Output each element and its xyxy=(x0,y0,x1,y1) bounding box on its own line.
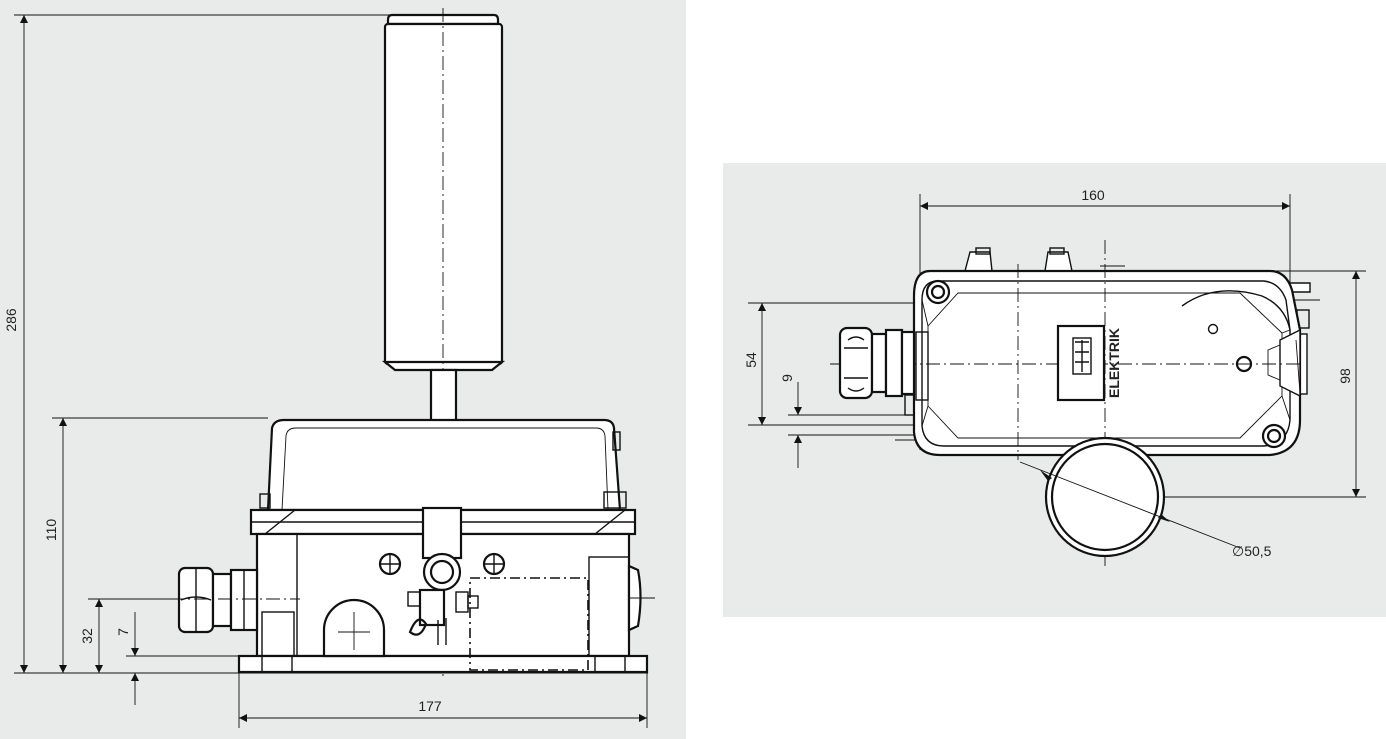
top-housing xyxy=(912,269,1302,457)
corner-screw-top-left xyxy=(925,279,951,305)
dim-gland-height-label: 32 xyxy=(79,628,95,644)
dim-depth: 98 xyxy=(1165,270,1366,498)
dim-housing-height: 110 xyxy=(43,417,268,673)
actuator-tube xyxy=(381,8,506,680)
dim-top-width-label: 160 xyxy=(1081,187,1105,203)
dim-width-label: 177 xyxy=(418,698,442,714)
knockout xyxy=(322,598,386,658)
dim-housing-height-label: 110 xyxy=(43,519,59,542)
dim-total-height: 286 xyxy=(3,14,392,673)
dim-total-height-label: 286 xyxy=(3,308,19,332)
top-tabs xyxy=(964,247,1125,272)
dim-base-height-label: 7 xyxy=(115,628,131,636)
coupling xyxy=(407,506,479,645)
top-tube: ∅50,5 xyxy=(1019,436,1272,559)
dim-tube-diameter-label: ∅50,5 xyxy=(1232,543,1272,559)
housing-cover xyxy=(259,418,627,512)
corner-screw-bottom-right xyxy=(1261,423,1287,449)
dim-gland-offset-label: 54 xyxy=(743,352,759,368)
dim-depth-label: 98 xyxy=(1337,368,1353,384)
top-view: 160 54 9 98 xyxy=(723,163,1386,617)
screw-left xyxy=(378,552,402,576)
dim-small-offset-label: 9 xyxy=(779,374,795,382)
cable-gland xyxy=(170,566,300,634)
dim-width: 177 xyxy=(238,673,648,728)
top-cable-gland xyxy=(838,326,916,400)
switch-block-hidden xyxy=(469,577,589,671)
brand-label: ELEKTRIK xyxy=(1106,328,1122,398)
screw-right xyxy=(482,552,506,576)
dim-base-height: 7 xyxy=(115,612,240,705)
dim-gland-offset: 54 xyxy=(743,302,930,426)
front-view: 286 110 32 7 177 xyxy=(0,0,686,739)
brand-plate: ELEKTRIK xyxy=(1056,324,1122,402)
